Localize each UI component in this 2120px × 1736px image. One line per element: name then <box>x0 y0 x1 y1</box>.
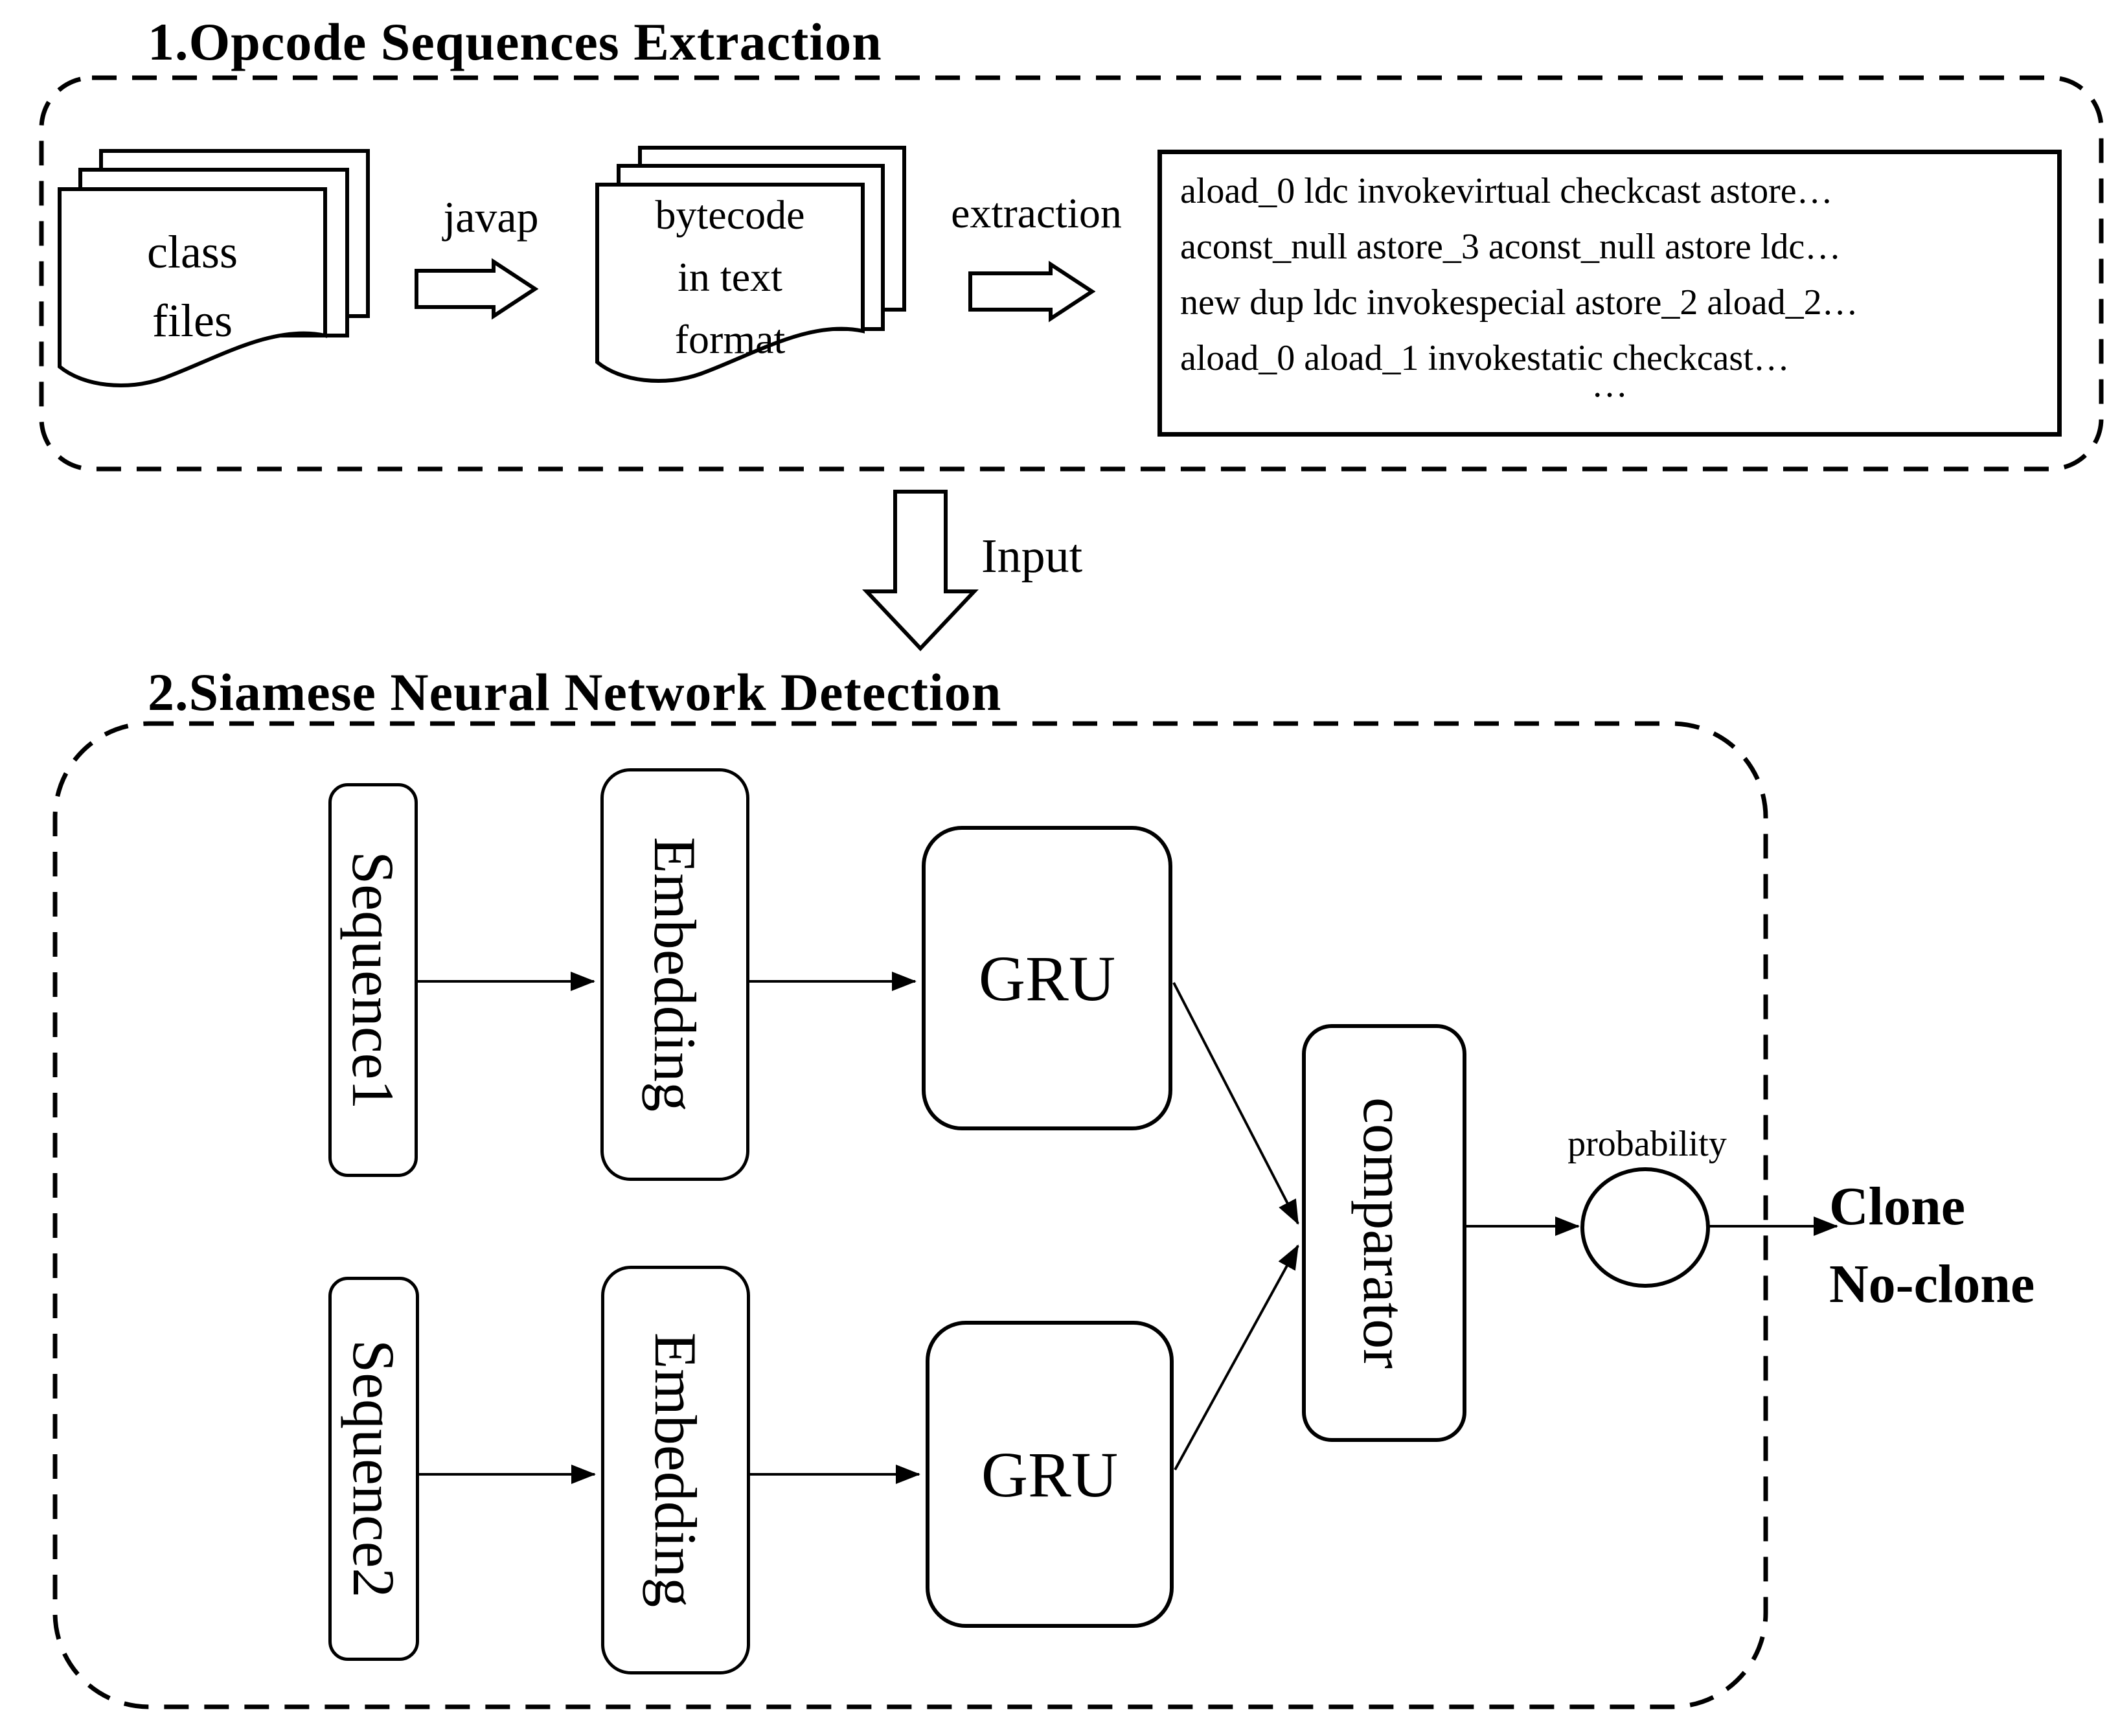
section2-dashed-border <box>52 721 1768 1709</box>
sequence2-label: Sequence2 <box>341 1340 407 1598</box>
opcode-line: aconst_null astore_3 aconst_null astore … <box>1180 227 1841 267</box>
bytecode-label-line3: format <box>674 316 786 362</box>
sequence2-box: Sequence2 <box>328 1277 419 1661</box>
embedding-bottom-box: Embedding <box>601 1266 750 1674</box>
bytecode-label: bytecode in text format <box>597 184 863 371</box>
comparator-label: comparator <box>1351 1097 1417 1369</box>
class-files-label-line1: class <box>147 226 238 278</box>
class-files-label: class files <box>60 218 325 355</box>
bytecode-label-line1: bytecode <box>655 192 805 238</box>
gru-top-label: GRU <box>978 942 1116 1014</box>
embedding-bottom-label: Embedding <box>643 1332 709 1608</box>
javap-block-arrow <box>415 258 539 320</box>
input-block-arrow <box>862 490 979 652</box>
opcode-lines: aload_0 ldc invokevirtual checkcast asto… <box>1180 163 1858 386</box>
arrow-gru-bottom-to-comparator <box>1174 1244 1299 1470</box>
arrow-gru-top-to-comparator <box>1172 982 1299 1225</box>
comparator-box: comparator <box>1302 1024 1466 1442</box>
opcode-line: new dup ldc invokespecial astore_2 aload… <box>1180 282 1858 323</box>
section1-title: 1.Opcode Sequences Extraction <box>148 12 882 71</box>
gru-top-box: GRU <box>922 826 1172 1130</box>
result-no-clone: No-clone <box>1829 1254 2035 1314</box>
result-label: Clone No-clone <box>1829 1168 2035 1323</box>
probability-label: probability <box>1567 1124 1727 1164</box>
opcode-line: aload_0 ldc invokevirtual checkcast asto… <box>1180 171 1833 211</box>
extraction-block-arrow <box>968 260 1096 323</box>
embedding-top-box: Embedding <box>600 768 749 1181</box>
class-files-label-line2: files <box>152 295 233 347</box>
sequence1-label: Sequence1 <box>340 851 406 1110</box>
opcode-ellipsis: … <box>1591 365 1628 405</box>
probability-circle <box>1580 1167 1710 1288</box>
bytecode-label-line2: in text <box>678 254 782 300</box>
embedding-top-label: Embedding <box>642 837 708 1112</box>
result-clone: Clone <box>1829 1176 1965 1237</box>
gru-bottom-label: GRU <box>981 1438 1119 1511</box>
input-label: Input <box>981 530 1083 583</box>
javap-label: javap <box>443 192 539 242</box>
gru-bottom-box: GRU <box>926 1321 1174 1628</box>
section2-title: 2.Siamese Neural Network Detection <box>148 663 1002 722</box>
extraction-label: extraction <box>951 190 1122 237</box>
sequence1-box: Sequence1 <box>328 783 418 1177</box>
